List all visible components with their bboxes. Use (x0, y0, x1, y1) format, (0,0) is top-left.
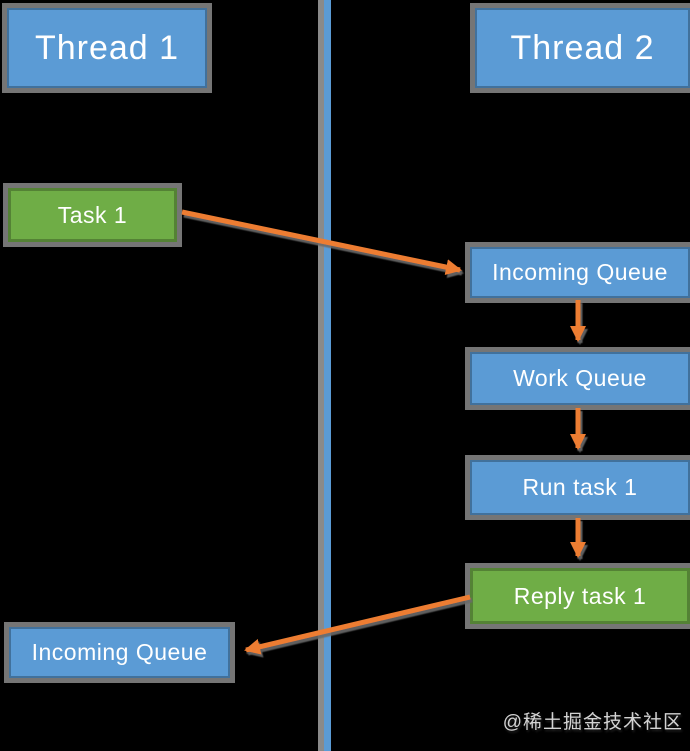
arrow-reply-task1-to-incoming-queue-left (244, 594, 471, 655)
task-1-label: Task 1 (57, 201, 128, 228)
node-run-task-1: Run task 1 (470, 460, 690, 515)
node-reply-task-1: Reply task 1 (470, 568, 690, 624)
thread-1-box: Thread 1 (7, 8, 207, 88)
run-task-1-label: Run task 1 (522, 474, 638, 500)
incoming-queue-left-label: Incoming Queue (31, 639, 208, 665)
node-task-1: Task 1 (8, 188, 177, 242)
node-work-queue: Work Queue (470, 352, 690, 405)
node-incoming-queue-left: Incoming Queue (9, 627, 230, 678)
thread-2-box: Thread 2 (475, 8, 690, 88)
node-incoming-queue-right: Incoming Queue (470, 247, 690, 298)
thread-divider-shadow (318, 0, 324, 751)
thread-divider-line (324, 0, 331, 751)
reply-task-1-label: Reply task 1 (513, 582, 647, 609)
thread-2-label: Thread 2 (510, 28, 655, 67)
thread-1-label: Thread 1 (34, 28, 180, 67)
work-queue-label: Work Queue (513, 365, 647, 391)
watermark: @稀土掘金技术社区 (502, 712, 683, 733)
incoming-queue-right-label: Incoming Queue (492, 259, 668, 285)
